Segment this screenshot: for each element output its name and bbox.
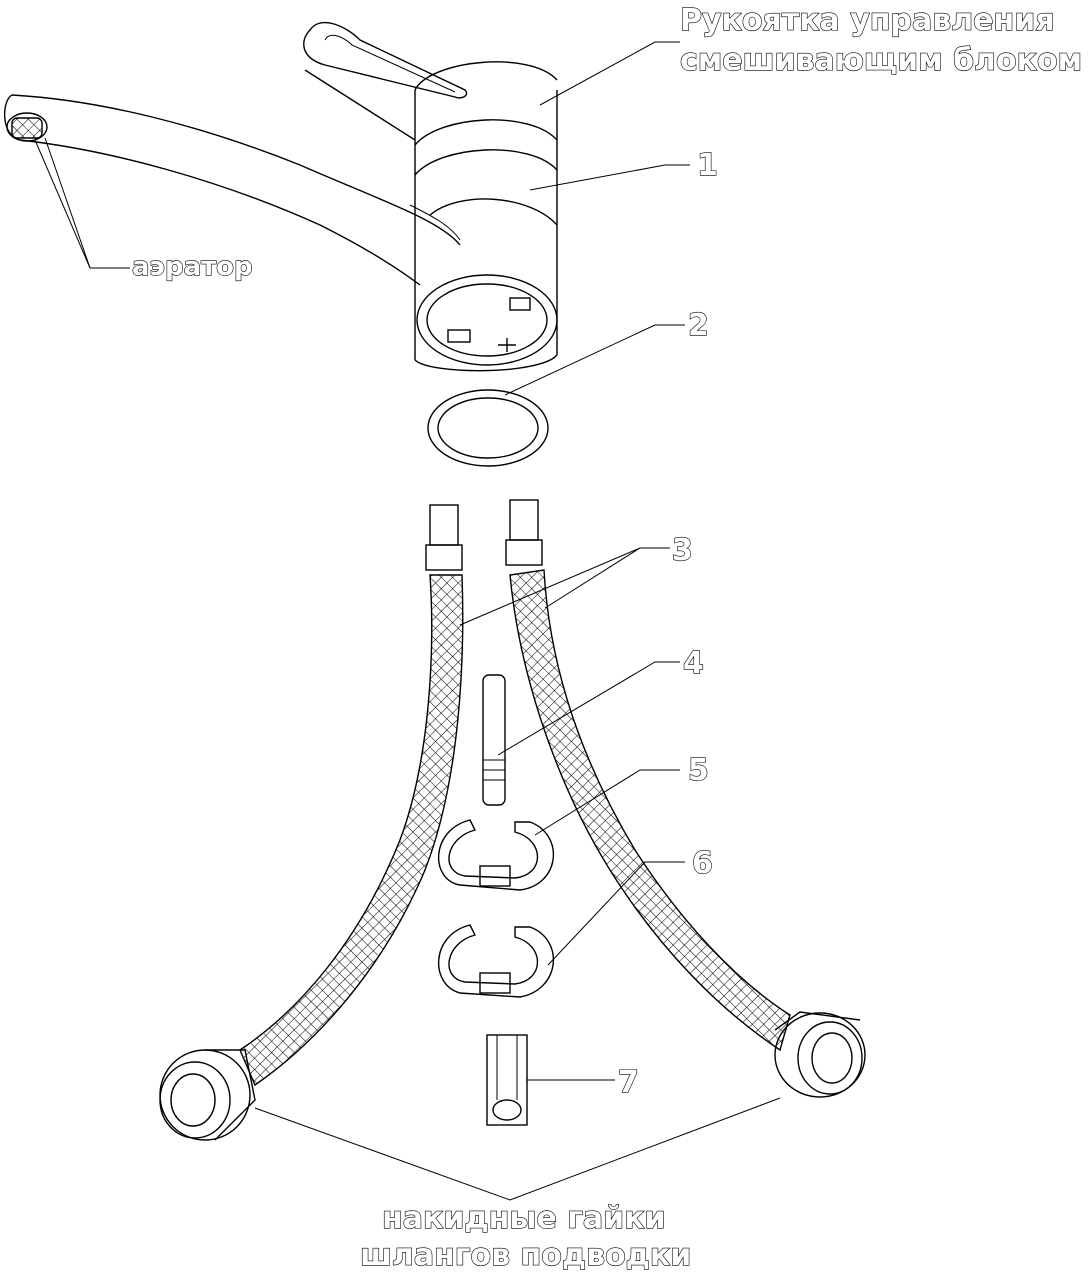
labels: Рукоятка управления смешивающим блоком а… (131, 2, 1082, 1273)
handle-lever (303, 21, 468, 141)
callout-6: 6 (692, 846, 713, 881)
callout-7: 7 (618, 1065, 639, 1100)
clamp-washer (438, 924, 554, 998)
gasket-ring (427, 389, 549, 467)
hose-left (159, 504, 464, 1141)
stud (482, 674, 506, 806)
callout-3: 3 (672, 533, 693, 568)
aerator-mesh (11, 117, 43, 139)
fixing-nut (486, 1034, 528, 1126)
callout-5: 5 (688, 753, 709, 788)
aerator-label: аэратор (132, 252, 253, 282)
mixer-body (414, 61, 558, 372)
leader-lines (34, 41, 781, 1201)
nuts-label-line2: шлангов подводки (360, 1238, 691, 1273)
nuts-label-line1: накидные гайки (382, 1201, 666, 1236)
union-nut-left (159, 1049, 256, 1141)
callout-2: 2 (688, 308, 709, 343)
callout-4: 4 (683, 646, 704, 681)
handle-label-line1: Рукоятка управления (680, 3, 1055, 38)
faucet-spout (3, 94, 461, 286)
horseshoe-gasket (438, 819, 554, 891)
handle-label-line2: смешивающим блоком (680, 43, 1082, 78)
union-nut-right (774, 1011, 866, 1098)
hose-right (505, 499, 866, 1098)
callout-1: 1 (697, 148, 718, 183)
